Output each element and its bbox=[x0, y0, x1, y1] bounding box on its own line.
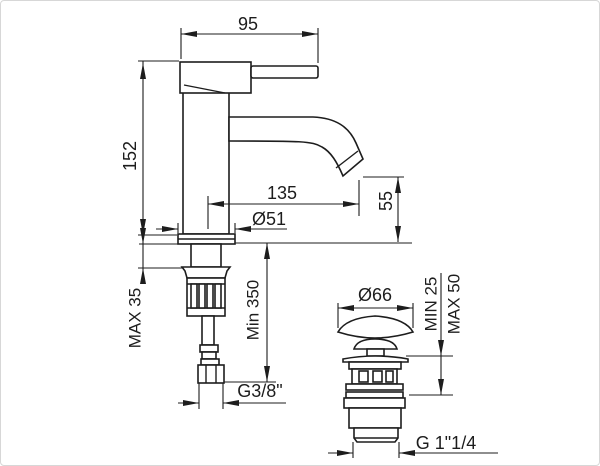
faucet-spout bbox=[228, 116, 364, 178]
dim-label-clamp-max: MAX 50 bbox=[445, 274, 464, 334]
waste-flange bbox=[342, 355, 409, 363]
waste-seal-ring bbox=[345, 391, 404, 399]
dim-supply-thread: G3/8" bbox=[178, 381, 286, 409]
dim-label-base-diameter: Ø51 bbox=[252, 209, 286, 229]
waste-lower-body bbox=[348, 407, 402, 429]
hose-hex-nut bbox=[197, 364, 225, 384]
mounting-nut-flare bbox=[180, 266, 232, 279]
waste-cap-dome bbox=[336, 315, 415, 339]
waste-flange-step bbox=[348, 361, 402, 370]
dim-hose-min-length: Min 350 bbox=[224, 243, 276, 383]
dim-label-spout-reach: 135 bbox=[267, 183, 297, 203]
overflow-slot bbox=[372, 370, 383, 383]
aerator-line bbox=[335, 150, 359, 169]
waste-threaded-tail bbox=[353, 427, 399, 443]
nut-rib bbox=[190, 283, 198, 309]
dim-spout-reach: 135 bbox=[207, 180, 360, 229]
dim-spout-top-width: 95 bbox=[180, 14, 319, 63]
dim-label-total-height: 152 bbox=[120, 141, 140, 171]
dim-label-outlet-height: 55 bbox=[376, 191, 396, 211]
dim-max-deck-thickness: MAX 35 bbox=[126, 228, 182, 348]
dim-label-cap-diameter: Ø66 bbox=[358, 285, 392, 305]
dim-waste-thread: G 1"1/4 bbox=[328, 433, 498, 458]
nut-rib bbox=[214, 283, 222, 309]
faucet-body bbox=[182, 90, 230, 235]
waste-locknut bbox=[343, 397, 406, 409]
dim-label-waste-thread: G 1"1/4 bbox=[416, 433, 476, 453]
hose-fitting-band bbox=[201, 351, 217, 360]
overflow-slot bbox=[385, 370, 394, 383]
nut-rib bbox=[198, 283, 206, 309]
waste-seal-ring bbox=[345, 383, 404, 391]
dim-total-height: 152 bbox=[120, 60, 179, 236]
nut-rib bbox=[206, 283, 214, 309]
hose-collar bbox=[200, 358, 220, 366]
dim-label-max-deck: MAX 35 bbox=[126, 288, 145, 348]
faucet-handle-cap bbox=[179, 61, 252, 94]
overflow-slot bbox=[358, 370, 369, 383]
faucet-lever bbox=[250, 65, 319, 79]
mounting-shank bbox=[190, 243, 222, 268]
dim-clamp-range: MIN 25 MAX 50 bbox=[406, 273, 464, 396]
waste-cap-underside bbox=[352, 338, 399, 350]
dim-base-diameter: Ø51 bbox=[156, 209, 287, 233]
waste-cap-stem bbox=[366, 348, 385, 357]
handle-cap-joint-line bbox=[183, 84, 226, 94]
hose-fitting-band bbox=[199, 344, 219, 353]
dim-cap-diameter: Ø66 bbox=[337, 285, 414, 328]
waste-figure bbox=[336, 315, 415, 443]
supply-hose bbox=[201, 315, 215, 346]
dim-outlet-height: 55 bbox=[363, 176, 404, 242]
faucet-figure bbox=[177, 61, 364, 384]
dim-label-spout-top-width: 95 bbox=[238, 14, 258, 34]
dim-label-clamp-min: MIN 25 bbox=[422, 277, 441, 332]
dim-label-hose-min: Min 350 bbox=[244, 280, 263, 340]
dim-label-supply-thread: G3/8" bbox=[237, 381, 282, 401]
